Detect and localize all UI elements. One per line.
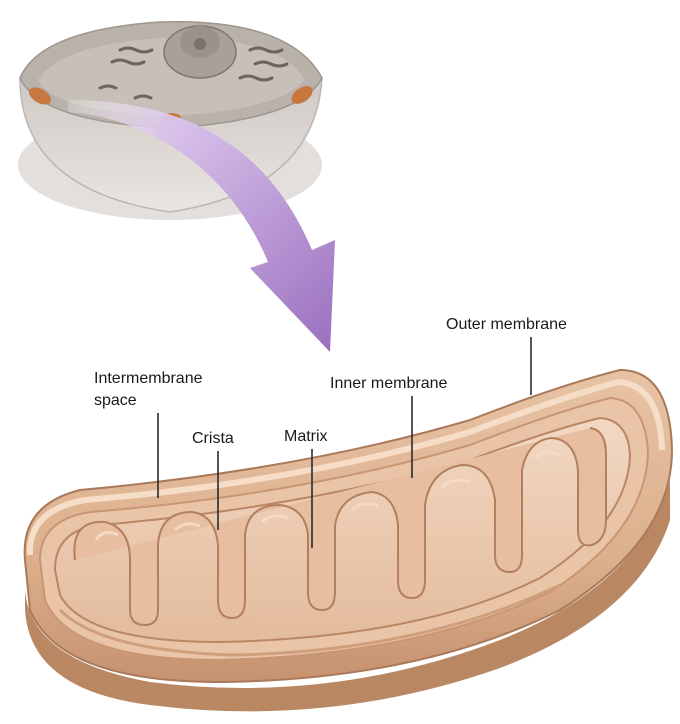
- mitochondrion: [25, 370, 672, 711]
- crista-label: Crista: [192, 430, 234, 447]
- outer-membrane-label: Outer membrane: [446, 316, 567, 333]
- matrix-label: Matrix: [284, 428, 328, 445]
- intermembrane-space-label-line2: space: [94, 392, 137, 409]
- inner-membrane-label: Inner membrane: [330, 375, 447, 392]
- intermembrane-space-label-line1: Intermembrane: [94, 370, 203, 387]
